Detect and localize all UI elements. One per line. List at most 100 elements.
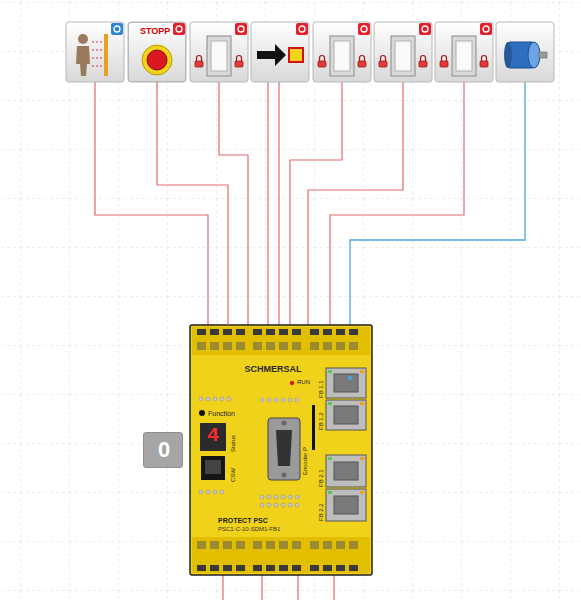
safety-controller xyxy=(220,490,224,494)
safety-controller xyxy=(253,342,262,350)
light-curtain-icon xyxy=(92,50,104,51)
safety-controller xyxy=(334,374,358,392)
safety-controller xyxy=(206,490,210,494)
encoder-icon xyxy=(496,22,554,82)
safety-controller xyxy=(206,397,210,401)
safety-controller xyxy=(323,329,332,335)
wire xyxy=(219,82,248,330)
port-label: FB 2.1 xyxy=(318,469,324,487)
safety-controller xyxy=(360,370,364,373)
safety-controller xyxy=(326,489,366,521)
wire-connector xyxy=(157,82,228,325)
safety-controller xyxy=(274,398,278,402)
safety-controller xyxy=(253,541,262,549)
safety-controller xyxy=(312,405,315,450)
node-number: 0 xyxy=(158,439,170,461)
safety-controller xyxy=(210,342,219,350)
safety-controller xyxy=(310,565,319,571)
light-curtain-icon xyxy=(104,34,108,76)
safety-controller xyxy=(281,503,285,507)
emergency-stop-node: STOPP xyxy=(128,22,186,82)
safety-controller xyxy=(310,329,319,335)
safety-controller xyxy=(200,423,226,451)
light-curtain-icon xyxy=(111,23,123,35)
wire xyxy=(261,575,262,600)
safety-controller xyxy=(334,406,358,424)
safety-controller xyxy=(326,400,366,430)
safety-controller xyxy=(328,402,332,405)
safety-controller xyxy=(274,503,278,507)
light-curtain-icon xyxy=(66,22,124,82)
safety-controller xyxy=(349,541,358,549)
device-number-box: 0 xyxy=(143,432,183,468)
safety-controller xyxy=(236,565,245,571)
door-switch-icon xyxy=(190,22,248,82)
safety-controller xyxy=(360,457,364,460)
safety-controller xyxy=(190,325,372,575)
led-label: RUN xyxy=(297,379,310,385)
safety-controller xyxy=(223,541,232,549)
safety-controller xyxy=(328,370,332,373)
safety-controller xyxy=(276,430,292,466)
safety-controller xyxy=(279,329,288,335)
safety-controller xyxy=(266,342,275,350)
safety-controller xyxy=(266,329,275,335)
safety-controller xyxy=(197,342,206,350)
safety-controller xyxy=(210,541,219,549)
wire xyxy=(95,82,464,600)
emergency-stop-icon xyxy=(147,50,167,70)
door-switch-icon xyxy=(440,36,488,76)
safety-controller xyxy=(267,495,271,499)
safety-controller xyxy=(253,329,262,335)
wire xyxy=(267,82,268,330)
wire xyxy=(308,82,403,330)
safety-controller xyxy=(197,329,358,571)
door-switch-icon xyxy=(435,22,493,82)
door-switch-icon xyxy=(358,23,370,35)
port-label: CSW xyxy=(230,468,236,482)
safety-controller xyxy=(292,565,301,571)
door-switch-icon xyxy=(379,36,427,76)
wire xyxy=(290,82,342,330)
door-switch-icon xyxy=(419,23,431,35)
door-switch-icon xyxy=(318,36,366,76)
safety-controller xyxy=(290,381,294,385)
light-curtain-icon xyxy=(92,42,104,43)
safety-controller xyxy=(197,541,206,549)
safety-controller xyxy=(223,342,232,350)
safety-controller-node: SCHMERSALRUNFunction4StatusCSWEncoder PF… xyxy=(190,325,372,575)
door-switch-icon xyxy=(435,22,493,82)
safety-controller xyxy=(210,565,219,571)
safety-controller xyxy=(336,342,345,350)
safety-controller xyxy=(197,329,206,335)
emergency-stop-icon xyxy=(128,22,186,82)
safety-controller xyxy=(253,565,262,571)
safety-controller xyxy=(236,541,245,549)
safety-controller xyxy=(292,541,301,549)
safety-controller xyxy=(288,503,292,507)
safety-controller xyxy=(213,397,217,401)
safety-controller xyxy=(336,329,345,335)
encoder-icon xyxy=(539,52,547,58)
light-curtain-icon xyxy=(76,46,90,76)
safety-controller xyxy=(292,329,301,335)
button-label: Function xyxy=(208,410,235,417)
start-button-icon xyxy=(251,22,309,82)
safety-controller xyxy=(336,565,345,571)
emergency-stop-icon xyxy=(173,23,185,35)
safety-controller xyxy=(199,410,205,416)
encoder-icon xyxy=(496,22,554,82)
safety-controller xyxy=(192,537,370,573)
port-label: Encoder P xyxy=(302,447,308,475)
safety-controller xyxy=(310,342,319,350)
safety-controller xyxy=(192,327,370,355)
safety-controller xyxy=(223,329,232,335)
door-switch-icon xyxy=(190,22,248,82)
safety-controller xyxy=(279,565,288,571)
safety-controller xyxy=(288,398,292,402)
safety-controller xyxy=(349,565,358,571)
safety-controller xyxy=(266,541,275,549)
